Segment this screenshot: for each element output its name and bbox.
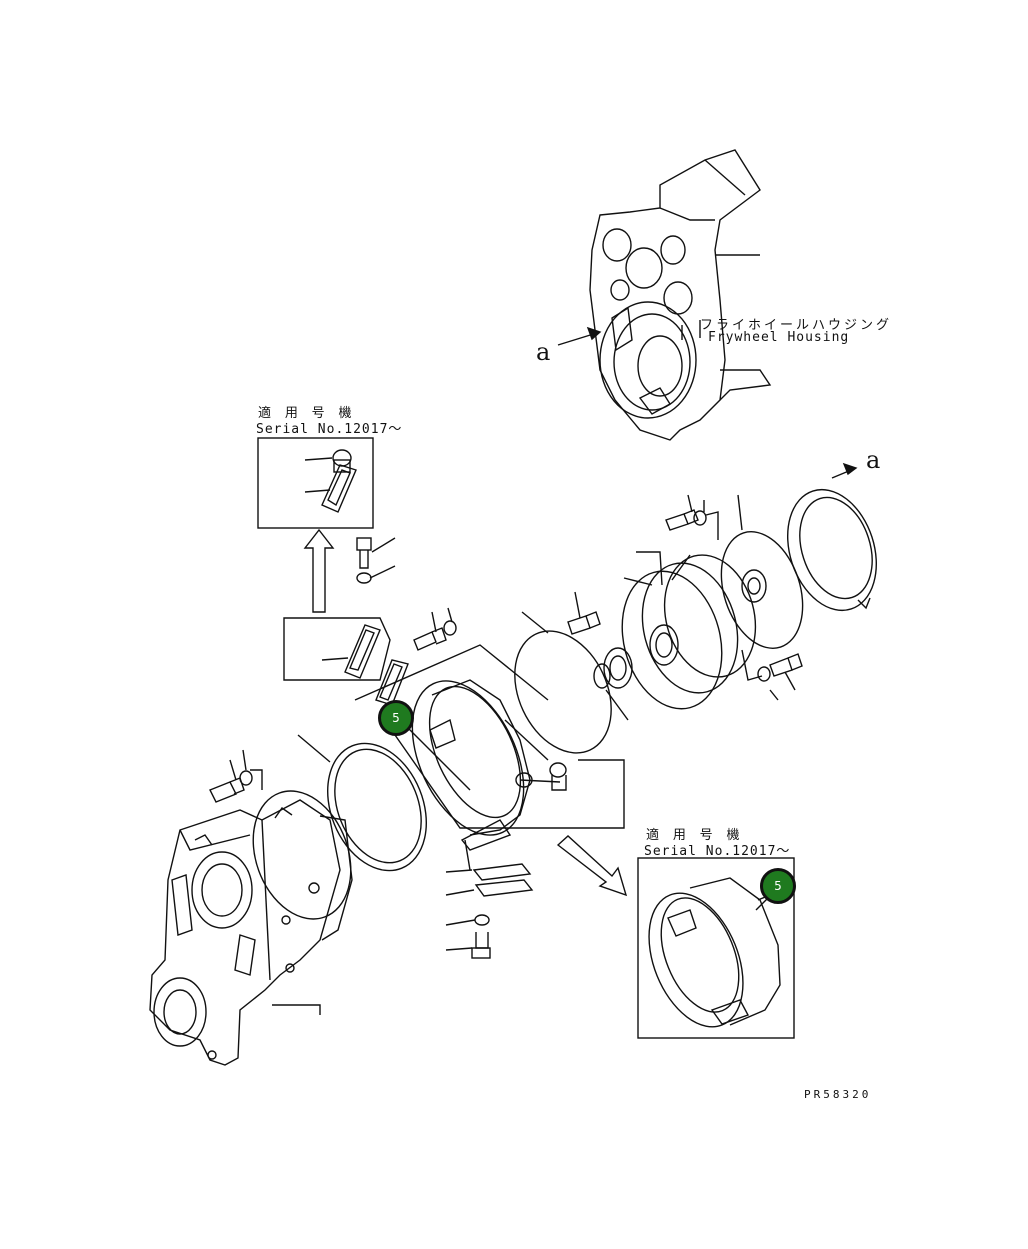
leader-line [297, 734, 331, 763]
reference-arrow-a-right [831, 462, 858, 479]
serial-right-label-jp: 適 用 号 機 [646, 828, 743, 843]
leader-line [623, 551, 691, 586]
end-ring [786, 488, 878, 612]
group-bracket-top [354, 644, 549, 701]
serial-inset-right [637, 857, 795, 1039]
down-right-arrow [556, 835, 628, 897]
drawing-code: PR58320 [804, 1088, 872, 1101]
part-callout-5-inset[interactable]: 5 [760, 868, 796, 904]
up-arrow [303, 528, 335, 613]
seal-ring [593, 647, 633, 689]
flywheel-housing-label-jp: フライホイールハウジング [700, 318, 893, 333]
serial-left-label-en: Serial No.12017～ [256, 422, 403, 437]
transmission-front-flange [252, 790, 352, 920]
leader-line [737, 494, 743, 531]
cover-plates-bottom [445, 839, 534, 959]
bolt-washer-group-3 [209, 749, 263, 803]
transmission-body [149, 799, 353, 1066]
leader-line [605, 689, 629, 721]
serial-inset-left [257, 437, 374, 529]
flywheel-housing [589, 149, 772, 441]
bolt-washer-group-4 [665, 494, 719, 540]
o-ring [514, 630, 612, 754]
inset-right-housing [648, 877, 781, 1028]
reference-arrow-a-top [557, 326, 602, 346]
reference-letter-a-right: a [866, 446, 881, 474]
callout-leader-1 [399, 719, 471, 791]
bolt-washer-group-1 [356, 537, 396, 584]
group-bracket-bottom [394, 734, 625, 829]
serial-right-label-en: Serial No.12017～ [644, 844, 791, 859]
reference-letter-a-top: a [536, 338, 551, 366]
part-callout-5[interactable]: 5 [378, 700, 414, 736]
bolt-washer-group-5 [567, 591, 601, 635]
serial-left-label-jp: 適 用 号 機 [258, 406, 355, 421]
bolt-small-center [549, 762, 567, 791]
leader-line [681, 320, 701, 340]
flywheel-housing-label-en: Frywheel Housing [708, 330, 850, 345]
bolt-washer-group-6 [741, 649, 803, 701]
gasket-left [327, 742, 427, 872]
bolt-washer-group-2 [413, 607, 457, 651]
adapter-housing [411, 679, 561, 851]
leader-line [521, 611, 549, 634]
torque-converter [621, 554, 757, 710]
inset-left-parts [304, 449, 357, 513]
cover-plate-box [283, 617, 409, 706]
